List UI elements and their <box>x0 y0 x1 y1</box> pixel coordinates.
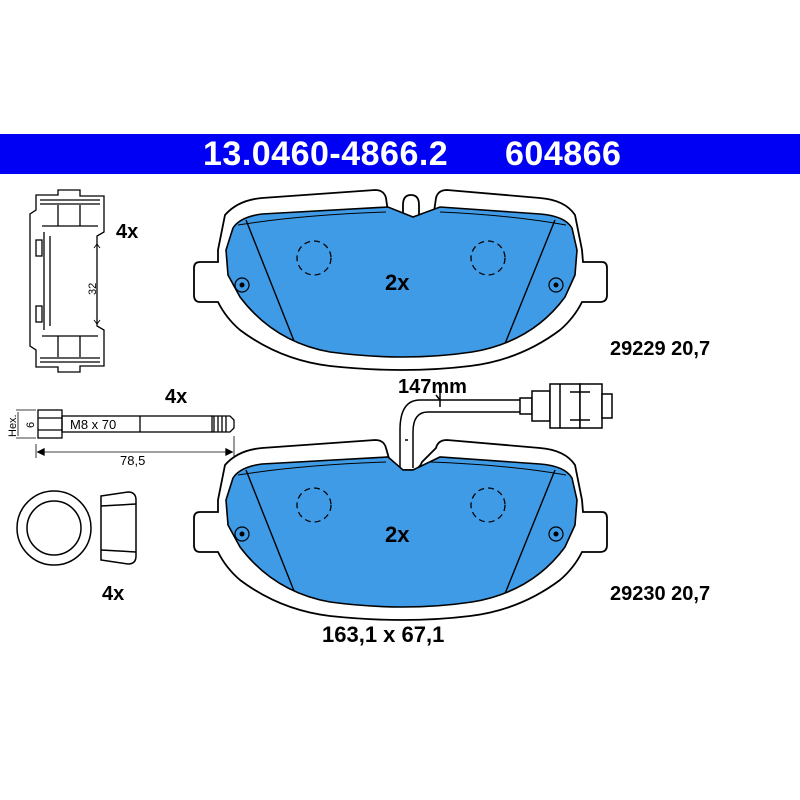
chamfer-line-left <box>245 219 301 357</box>
pad-edge-line <box>237 461 567 476</box>
guide-bolt <box>16 409 235 458</box>
bolt-length: 78,5 <box>120 453 145 468</box>
spring-clip <box>29 189 105 373</box>
pad-dimensions: 163,1 x 67,1 <box>322 622 444 647</box>
pad-quantity-lower: 2x <box>385 522 410 547</box>
bolt-thread: M8 x 70 <box>70 417 116 432</box>
pad-quantity-upper: 2x <box>385 270 410 295</box>
mounting-hole-right <box>470 240 506 276</box>
brake-pad-lower: 2x 147mm <box>193 376 613 621</box>
clip-dimension: 32 <box>87 283 99 295</box>
pad-code-upper: 29229 20,7 <box>610 338 710 360</box>
chamfer-line-right <box>499 469 556 607</box>
bolt-quantity: 4x <box>165 386 187 408</box>
chamfer-line-right <box>499 219 556 357</box>
rivet-left <box>234 526 250 542</box>
bushing <box>16 490 137 566</box>
brake-pad-upper: 2x <box>193 189 608 371</box>
friction-material <box>225 206 578 358</box>
rivet-left <box>234 277 250 293</box>
hex-label: Hex. <box>7 414 19 437</box>
short-number: 604866 <box>505 135 622 173</box>
rivet-right <box>548 526 564 542</box>
pad-code-lower: 29230 20,7 <box>610 583 710 605</box>
pad-edge-line <box>237 211 567 226</box>
wear-sensor <box>399 383 613 468</box>
sensor-length-label: 147mm <box>398 376 467 398</box>
part-number: 13.0460-4866.2 <box>203 135 449 173</box>
mounting-hole-left <box>296 240 332 276</box>
rivet-right <box>548 277 564 293</box>
hex-size: 6 <box>25 422 37 428</box>
clip-quantity: 4x <box>116 221 138 243</box>
mounting-hole-left <box>296 487 332 523</box>
mounting-hole-right <box>470 487 506 523</box>
header-banner: 13.0460-4866.2 604866 <box>0 134 800 174</box>
chamfer-line-left <box>245 469 301 607</box>
bushing-quantity: 4x <box>102 583 124 605</box>
